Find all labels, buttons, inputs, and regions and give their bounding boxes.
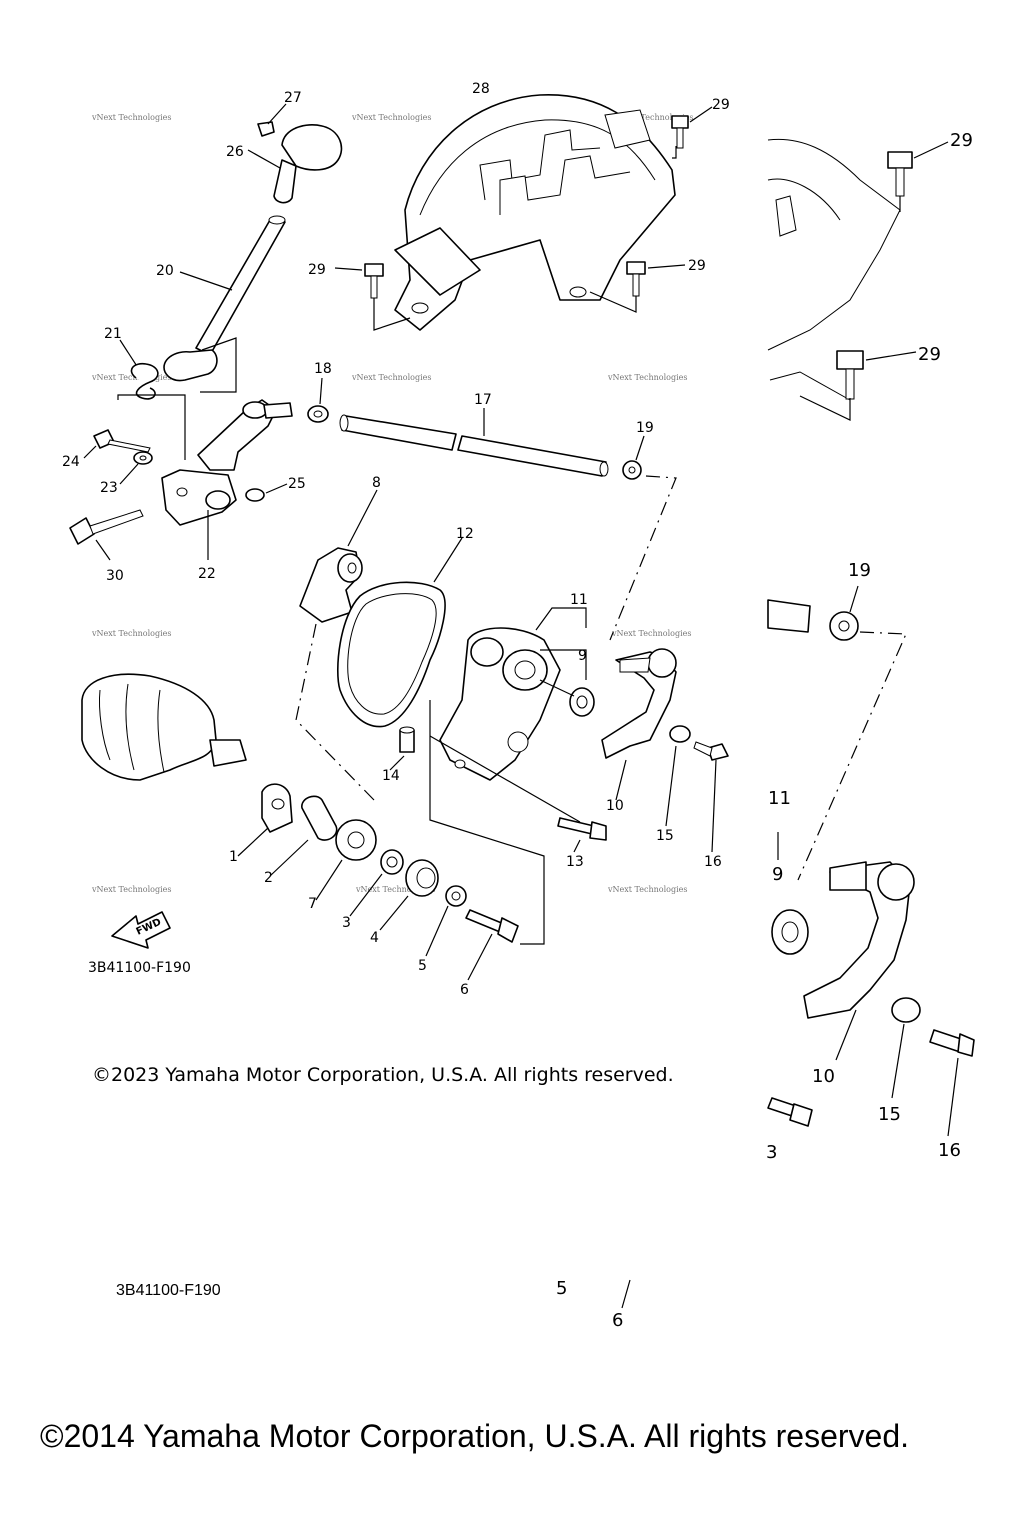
zoom-callout-5: 5	[556, 1278, 567, 1299]
callout-14: 14	[382, 768, 400, 784]
callout-27: 27	[284, 90, 302, 106]
part-12-gasket	[337, 581, 446, 728]
callout-11: 11	[570, 592, 588, 608]
callout-29: 29	[688, 258, 706, 274]
callout-21: 21	[104, 326, 122, 342]
part-22-arm	[161, 399, 293, 526]
zoom-callout-29: 29	[950, 130, 973, 151]
part-27-screw	[257, 121, 275, 137]
zoom-panel	[621, 138, 975, 1309]
callout-15: 15	[656, 828, 674, 844]
part-4-bearing	[405, 859, 439, 897]
callout-3: 3	[342, 915, 351, 931]
part-19-nut	[622, 460, 642, 480]
fwd-arrow-icon: FWD	[111, 911, 171, 949]
zoom-callout-15: 15	[878, 1104, 901, 1125]
zoom-callout-6: 6	[612, 1310, 623, 1331]
callout-8: 8	[372, 475, 381, 491]
part-28-shift-cover	[394, 94, 676, 331]
zoom-callout-10: 10	[812, 1066, 835, 1087]
callout-26: 26	[226, 144, 244, 160]
callout-13: 13	[566, 854, 584, 870]
watermark-text: vNext Technologies	[607, 373, 687, 382]
part-29-bolts	[364, 115, 689, 299]
watermark-text: vNext Technologies	[91, 113, 171, 122]
callout-7: 7	[308, 896, 317, 912]
zoom-callout-19: 19	[848, 560, 871, 581]
bolt-29-leader-lines	[334, 106, 713, 331]
watermark-text: vNext Technologies	[91, 373, 171, 382]
watermark-text: vNext Technologies	[613, 113, 693, 122]
part-26-knob	[273, 124, 343, 204]
zoom-callout-3: 3	[766, 1142, 777, 1163]
callout-30: 30	[106, 568, 124, 584]
watermark-text: vNext Technologies	[607, 885, 687, 894]
callout-16: 16	[704, 854, 722, 870]
watermark-text: vNext Technologies	[351, 113, 431, 122]
part-5-washer	[445, 885, 467, 907]
callout-5: 5	[418, 958, 427, 974]
part-2-collar	[301, 795, 338, 841]
callout-18: 18	[314, 361, 332, 377]
zoom-callouts: 29 29 19 11 9 10 15 16 3 5 6	[556, 130, 973, 1331]
callout-22: 22	[198, 566, 216, 582]
part-16-bolt	[693, 741, 729, 761]
callout-2: 2	[264, 870, 273, 886]
callout-20: 20	[156, 263, 174, 279]
callout-19: 19	[636, 420, 654, 436]
callout-6: 6	[460, 982, 469, 998]
copyright-footer: ©2014 Yamaha Motor Corporation, U.S.A. A…	[40, 1418, 910, 1454]
callout-23: 23	[100, 480, 118, 496]
diagram-code: 3B41100-F190	[88, 960, 191, 976]
part-20-shift-rod	[163, 215, 286, 382]
zoom-callout-29: 29	[918, 344, 941, 365]
part-18-collar	[307, 405, 329, 423]
callout-25: 25	[288, 476, 306, 492]
copyright-main: ©2023 Yamaha Motor Corporation, U.S.A. A…	[92, 1064, 674, 1086]
part-1-stopper	[261, 783, 293, 833]
watermark-text: vNext Technologies	[91, 885, 171, 894]
callout-17: 17	[474, 392, 492, 408]
callout-24: 24	[62, 454, 80, 470]
watermark-text: vNext Technologies	[351, 373, 431, 382]
zoom-callout-16: 16	[938, 1140, 961, 1161]
part-6-bolt	[465, 909, 519, 943]
callout-28: 28	[472, 81, 490, 97]
zoom-callout-11: 11	[768, 788, 791, 809]
part-24-bolt	[93, 429, 151, 453]
callouts: 27 28 29 26 29 29 20 21 18 17 19 24 23 2…	[62, 81, 730, 998]
part-21-spring	[130, 362, 159, 400]
part-3-washer	[380, 849, 404, 875]
part-8-segment	[299, 547, 363, 623]
part-25-washer	[245, 488, 265, 502]
part-10-lever	[601, 648, 677, 759]
watermark-text: vNext Technologies	[91, 629, 171, 638]
watermark-text: vNext Technologies	[355, 885, 435, 894]
diagram-code-large: 3B41100-F190	[116, 1282, 221, 1299]
part-30-bolt	[69, 509, 144, 545]
part-7-gear	[335, 819, 377, 861]
part-15-washer	[669, 725, 691, 743]
part-9-seal	[569, 687, 595, 717]
watermark-text: vNext Technologies	[611, 629, 691, 638]
part-13-bolt	[557, 817, 607, 841]
callout-12: 12	[456, 526, 474, 542]
callout-1: 1	[229, 849, 238, 865]
callout-29: 29	[308, 262, 326, 278]
callout-9: 9	[578, 648, 587, 664]
part-23-washer	[133, 451, 153, 465]
callout-10: 10	[606, 798, 624, 814]
part-11-cover	[439, 627, 561, 781]
part-14-dowel	[399, 726, 415, 753]
part-17-shaft	[339, 414, 609, 477]
shift-drum	[81, 673, 247, 781]
callout-4: 4	[370, 930, 379, 946]
zoom-callout-9: 9	[772, 864, 783, 885]
callout-29: 29	[712, 97, 730, 113]
